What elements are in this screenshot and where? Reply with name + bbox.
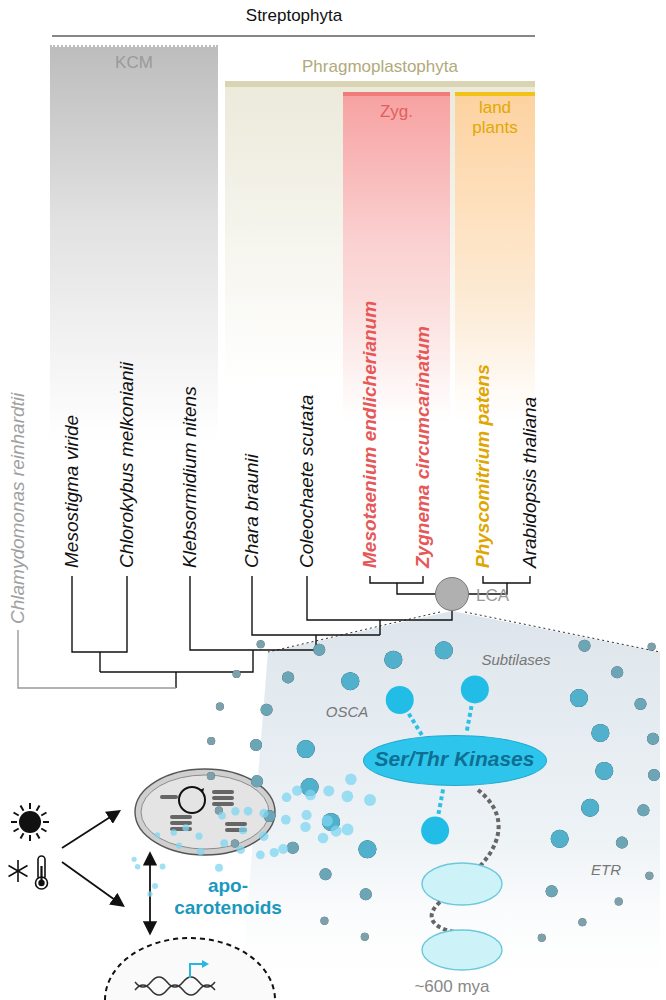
species-name: Mesotaenium endlicherianum xyxy=(359,301,381,568)
species-name: Arabidopsis thaliana xyxy=(519,397,541,568)
clade-band: land plants xyxy=(455,92,535,422)
clade-band: Zyg. xyxy=(343,92,450,422)
species-name: Coleochaete scutata xyxy=(296,395,318,568)
species-name: Chara braunii xyxy=(241,454,263,568)
snowflake-icon xyxy=(9,860,28,882)
lca-region xyxy=(240,611,660,1000)
clade-line xyxy=(52,35,535,36)
hub-circle: Ser/Thr Kinases xyxy=(363,735,547,786)
clade-name: land plants xyxy=(455,98,535,137)
species-name: Chlamydomonas reinhardtii xyxy=(7,393,29,624)
thermometer-icon xyxy=(36,856,48,889)
species-name: Klebsormidium nitens xyxy=(179,386,201,568)
age-label: ~600 mya xyxy=(414,977,489,997)
clade-name: KCM xyxy=(115,53,153,73)
stress-arrow xyxy=(62,812,118,848)
species-name: Mesostigma viride xyxy=(61,415,83,568)
sun-icon xyxy=(11,803,49,841)
gene-family-label: ETR xyxy=(591,861,621,878)
species-name: Physcomitrium patens xyxy=(472,364,494,568)
gene-family-label: Subtilases xyxy=(481,651,550,668)
lca-dotted-line xyxy=(268,612,440,652)
clade-title: Streptophyta xyxy=(246,6,342,26)
clade-name: Zyg. xyxy=(380,102,413,122)
nucleus xyxy=(105,938,275,1000)
hub-label: Ser/Thr Kinases xyxy=(375,747,535,771)
chloroplast xyxy=(135,769,275,855)
clade-name: Phragmoplastophyta xyxy=(302,57,458,77)
compound-label: apo-carotenoids xyxy=(164,875,292,919)
stress-arrow xyxy=(62,862,122,905)
outgroup-branch xyxy=(18,630,176,688)
species-name: Chlorokybus melkonianii xyxy=(116,362,138,568)
lca-dotted-line xyxy=(465,612,660,652)
phylogenetic-tree xyxy=(72,576,530,688)
species-name: Zygnema circumcarinatum xyxy=(412,326,434,568)
node-label: LCA xyxy=(476,586,509,606)
gene-family-label: OSCA xyxy=(326,703,369,720)
exchange-arrow xyxy=(149,862,151,932)
kinase-domains xyxy=(422,790,502,970)
lca-node: LCA xyxy=(435,577,469,611)
